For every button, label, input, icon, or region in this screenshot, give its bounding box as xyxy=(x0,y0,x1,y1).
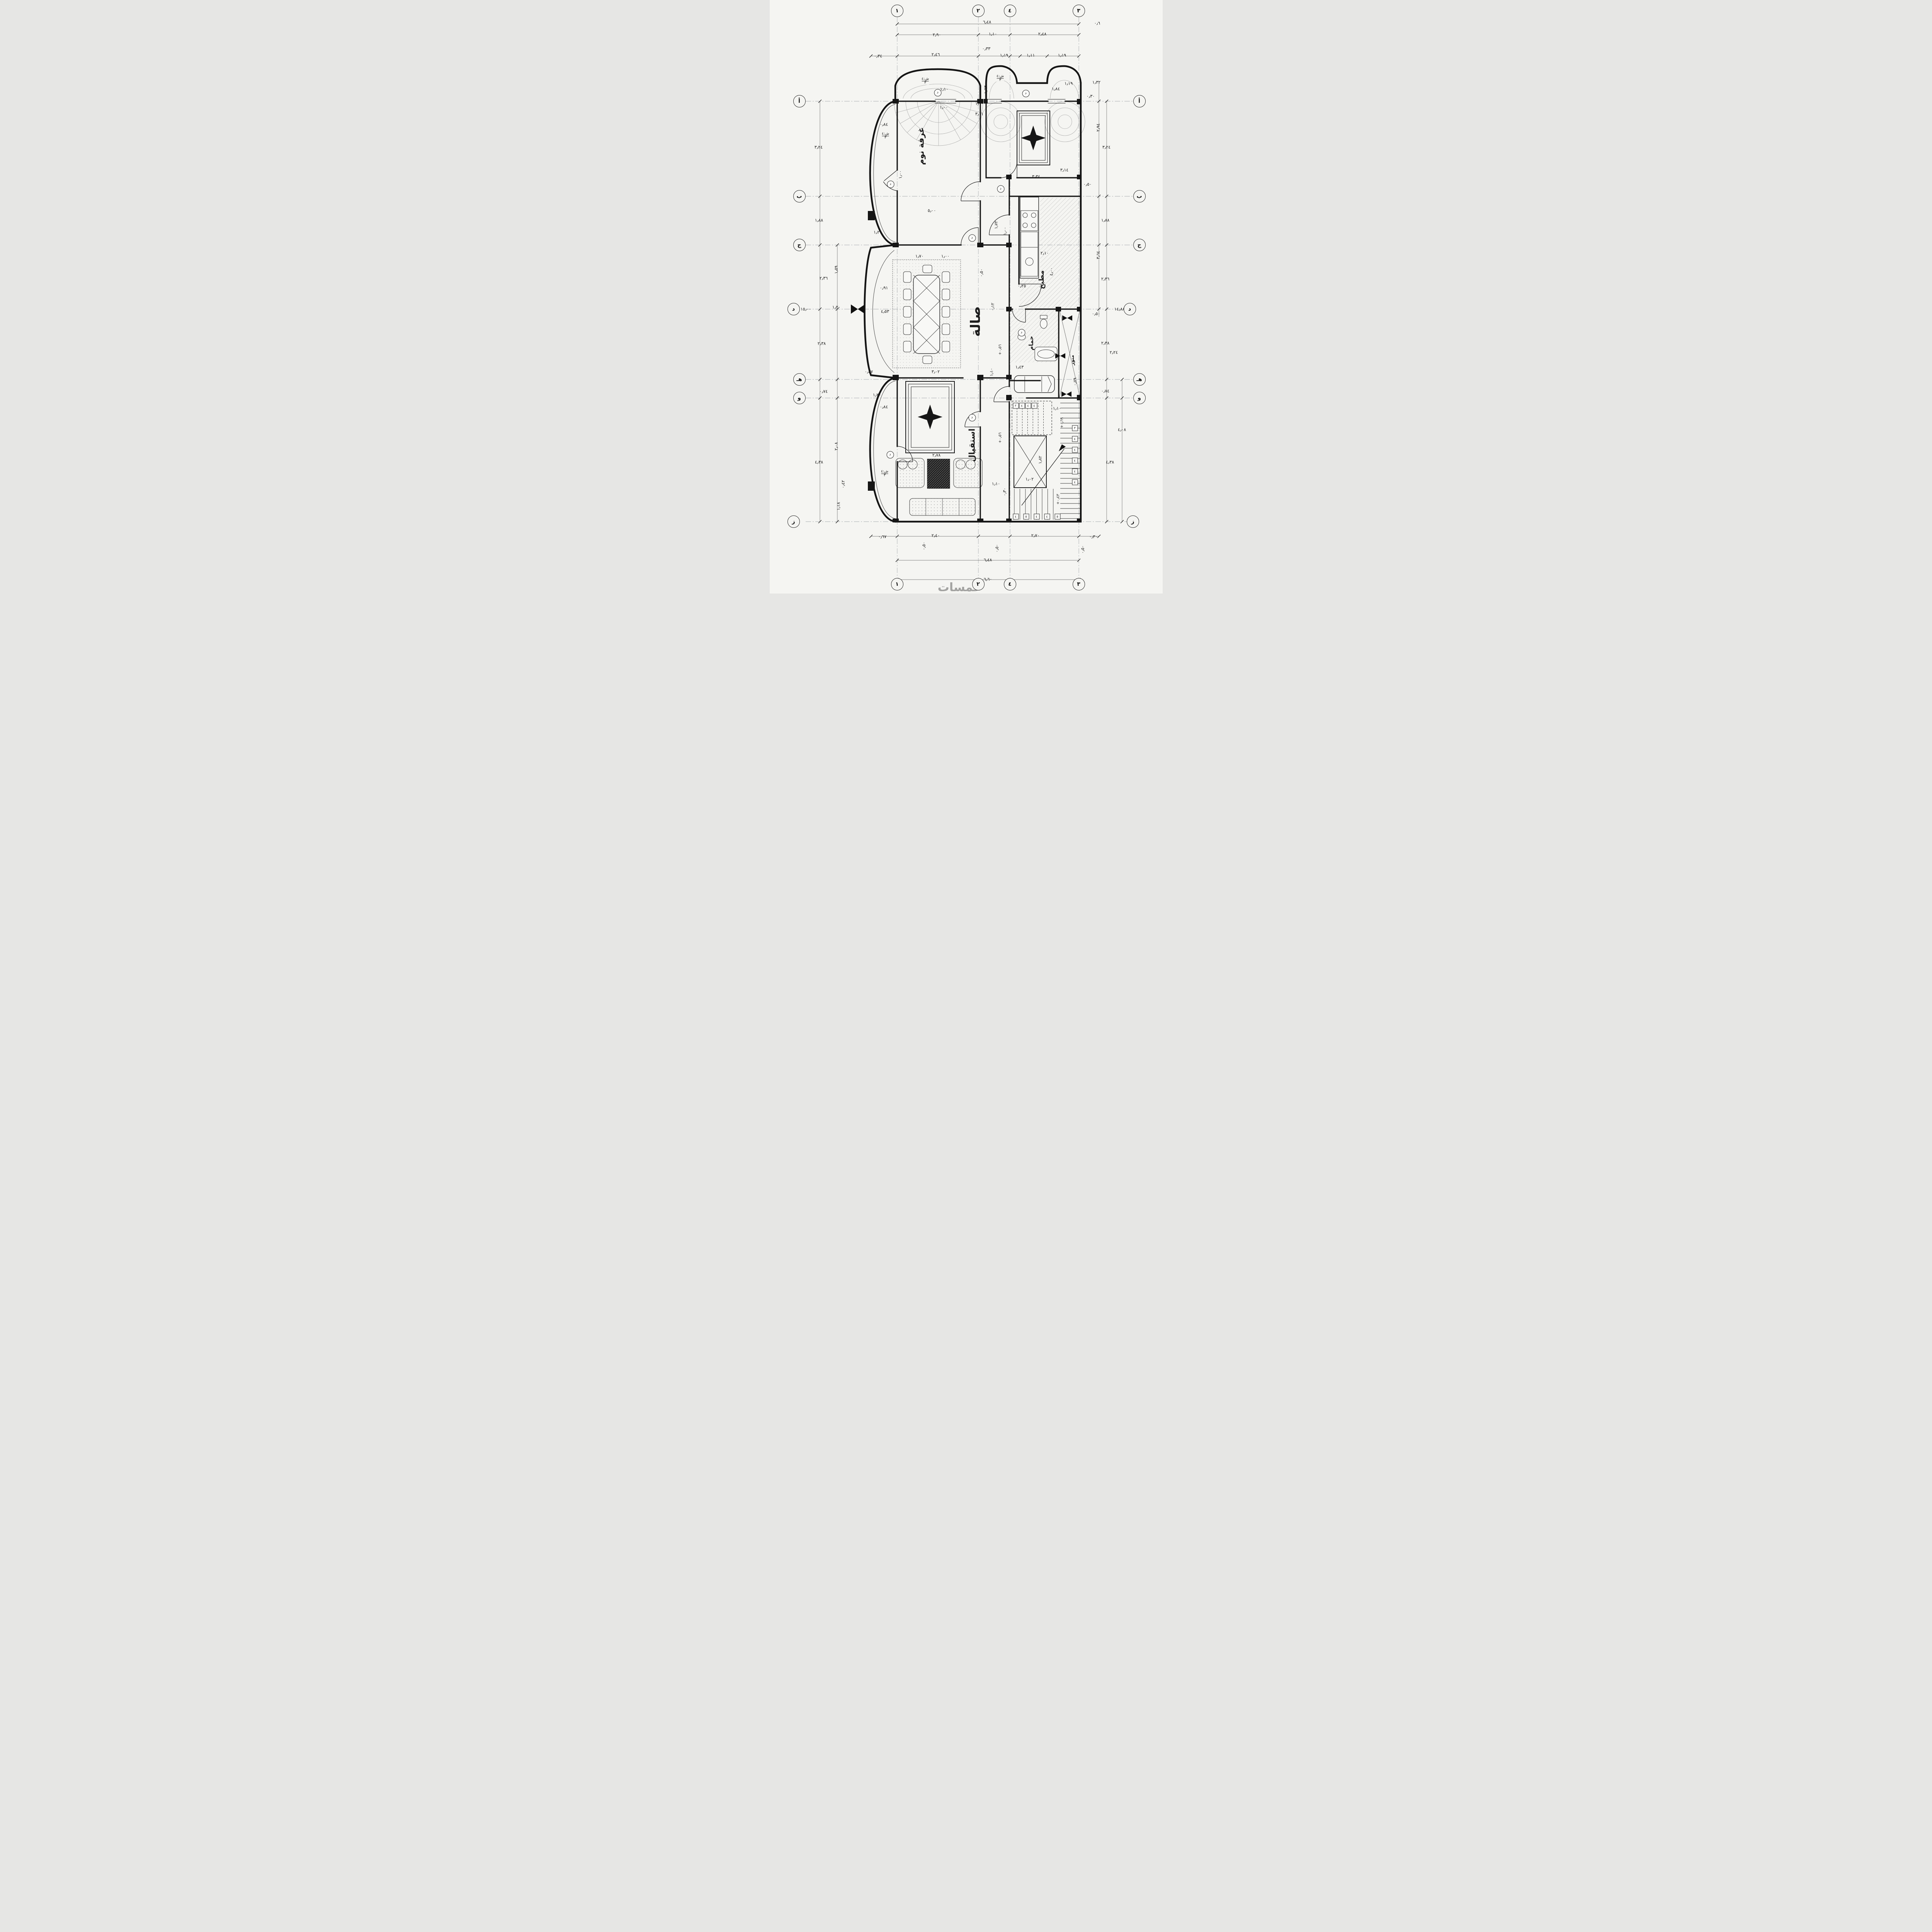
floor-plan-drawing xyxy=(805,17,1133,582)
doors xyxy=(883,161,1042,462)
ceiling-decorations xyxy=(894,80,1085,146)
furniture xyxy=(892,197,1057,516)
ceiling-ornaments xyxy=(905,111,1050,453)
section-mark-symbols xyxy=(850,304,1072,397)
columns xyxy=(867,99,1081,522)
dimension-lines xyxy=(818,22,1124,582)
